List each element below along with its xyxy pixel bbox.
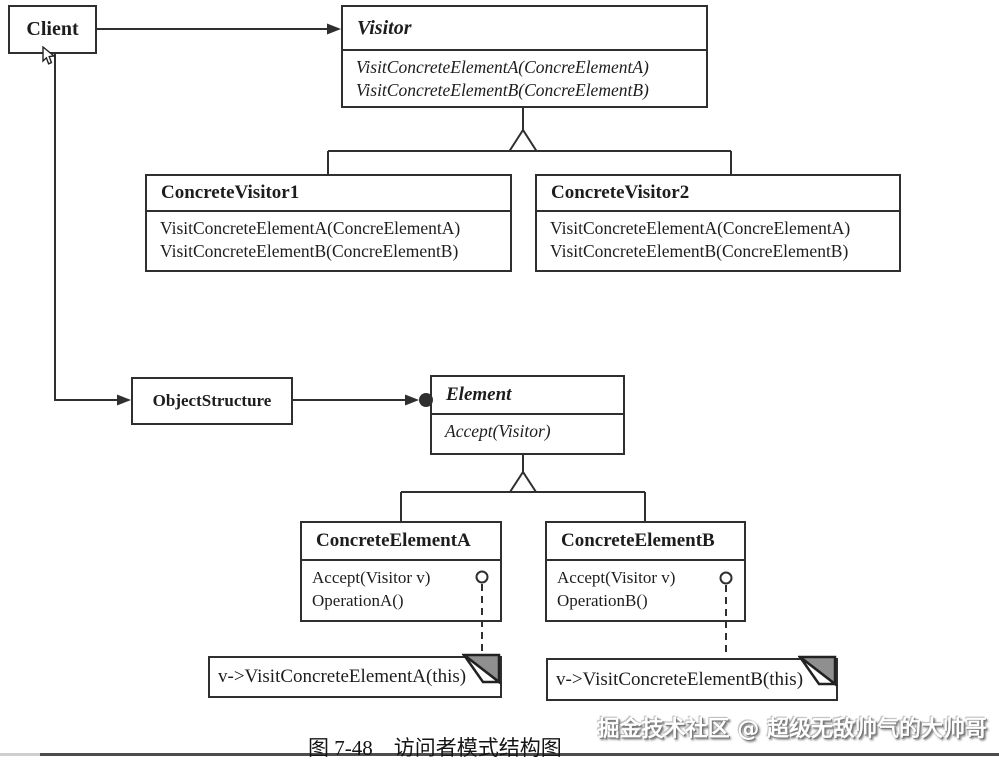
class-title-object-structure: ObjectStructure (152, 391, 272, 410)
association-object-structure-element (293, 393, 433, 407)
class-title-element: Element (432, 377, 623, 415)
inheritance-triangle-icon (507, 128, 539, 152)
class-box-concrete-element-a: ConcreteElementA Accept(Visitor v) Opera… (300, 521, 502, 622)
method-operation-a: OperationA() (312, 591, 404, 610)
method-accept: Accept(Visitor v) (557, 568, 676, 587)
bottom-divider (40, 753, 999, 756)
inheritance-visitor-hierarchy (327, 108, 732, 174)
arrowhead-icon (405, 394, 419, 406)
class-box-concrete-element-b: ConcreteElementB Accept(Visitor v) Opera… (545, 521, 746, 622)
bottom-divider-faint (0, 753, 40, 756)
class-box-visitor: Visitor VisitConcreteElementA(ConcreElem… (341, 5, 708, 108)
method-visit-concrete-element-a: VisitConcreteElementA(ConcreElementA) (160, 218, 461, 238)
note-fold-icon (798, 655, 838, 687)
class-box-object-structure: ObjectStructure (131, 377, 293, 425)
association-client-object-structure (54, 53, 131, 406)
method-visit-concrete-element-b: VisitConcreteElementB(ConcreElementB) (160, 241, 459, 261)
method-visit-concrete-element-b: VisitConcreteElementB(ConcreElementB) (356, 80, 649, 100)
watermark-text: 掘金技术社区 @ 超级无敌帅气的大帅哥 (597, 717, 987, 742)
inheritance-element-hierarchy (400, 455, 646, 521)
class-title-concrete-element-a: ConcreteElementA (302, 523, 500, 561)
method-accept: Accept(Visitor) (445, 421, 551, 441)
note-fold-icon (462, 653, 502, 685)
note-visit-concrete-element-b: v->VisitConcreteElementB(this) (546, 655, 838, 701)
arrowhead-icon (327, 23, 341, 35)
inheritance-triangle-icon (508, 470, 538, 493)
class-title-concrete-visitor-2: ConcreteVisitor2 (537, 176, 899, 212)
mouse-cursor-icon (42, 46, 56, 65)
class-box-concrete-visitor-1: ConcreteVisitor1 VisitConcreteElementA(C… (145, 174, 512, 272)
method-visit-concrete-element-b: VisitConcreteElementB(ConcreElementB) (550, 241, 849, 261)
class-title-visitor: Visitor (343, 7, 706, 51)
class-title-concrete-visitor-1: ConcreteVisitor1 (147, 176, 510, 212)
class-box-element: Element Accept(Visitor) (430, 375, 625, 455)
class-box-client: Client (8, 5, 97, 54)
arrowhead-icon (117, 394, 131, 406)
method-visit-concrete-element-a: VisitConcreteElementA(ConcreElementA) (550, 218, 851, 238)
note-visit-concrete-element-a: v->VisitConcreteElementA(this) (208, 653, 502, 698)
figure-caption: 图 7-48 访问者模式结构图 (308, 736, 562, 760)
association-client-visitor (97, 23, 341, 35)
method-operation-b: OperationB() (557, 591, 648, 610)
class-title-client: Client (26, 18, 79, 40)
class-title-concrete-element-b: ConcreteElementB (547, 523, 744, 561)
note-text: v->VisitConcreteElementB(this) (556, 668, 804, 690)
method-accept: Accept(Visitor v) (312, 568, 431, 587)
class-box-concrete-visitor-2: ConcreteVisitor2 VisitConcreteElementA(C… (535, 174, 901, 272)
note-text: v->VisitConcreteElementA(this) (218, 666, 467, 687)
method-visit-concrete-element-a: VisitConcreteElementA(ConcreElementA) (356, 57, 649, 77)
